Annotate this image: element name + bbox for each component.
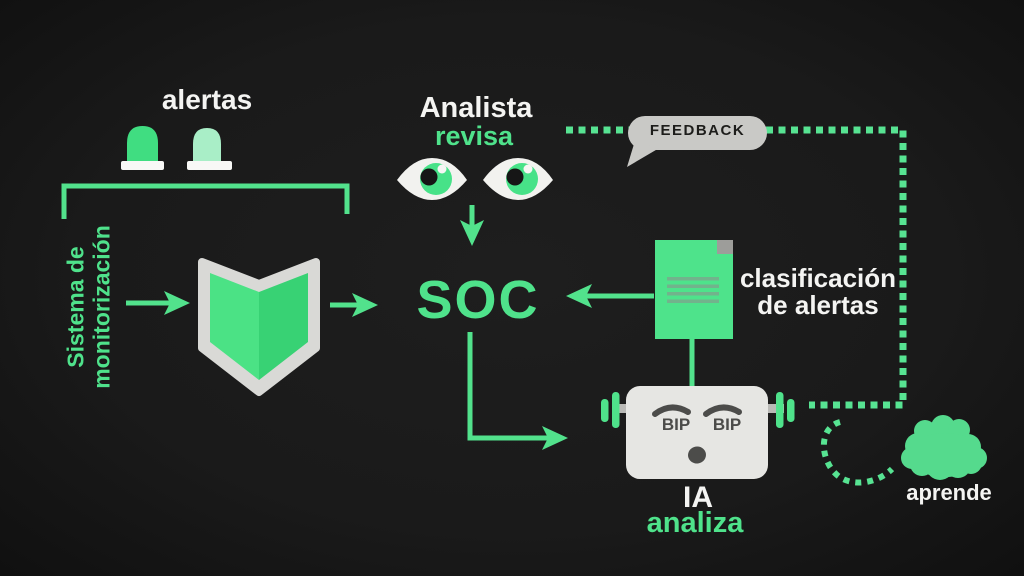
robot-icon [601,386,795,479]
brain-icon [901,415,987,480]
learning-dotted-arc [821,419,895,486]
classification-line1: clasificación [739,263,897,293]
ai-action: analiza [646,507,744,539]
alerts-bracket [61,183,350,219]
learning-label: aprende [906,480,992,505]
classification-label: clasificación de alertas [739,263,897,321]
alarm-lamp-icon [121,126,164,170]
eye-icon-right [483,158,553,200]
soc-title: SOC [416,270,540,330]
document-icon [655,240,733,339]
robot-eyebrow-left [652,404,691,417]
classification-line2: de alertas [757,290,879,321]
ai-title: IA [683,481,713,514]
analyst-title: Analista [419,92,533,124]
monitoring-system-line1: Sistema de [62,246,89,368]
robot-mouth [688,446,706,464]
analyst-action: revisa [434,121,514,151]
speech-bubble [627,116,767,167]
feedback-label: FEEDBACK [649,122,746,139]
soc-to-ai-arrow [467,332,568,450]
robot-beep-left-label: BIP [661,415,691,434]
shield-icon [198,258,320,396]
alerts-label: alertas [161,84,253,115]
robot-beep-right-label: BIP [712,415,742,434]
robot-eyebrow-right [703,404,742,417]
monitoring-system-line2: monitorización [89,225,115,389]
eye-icon-left [397,158,467,200]
alarm-lamp-icon-pale [187,128,232,170]
monitoring-system-label: Sistema de monitorización [63,225,116,389]
